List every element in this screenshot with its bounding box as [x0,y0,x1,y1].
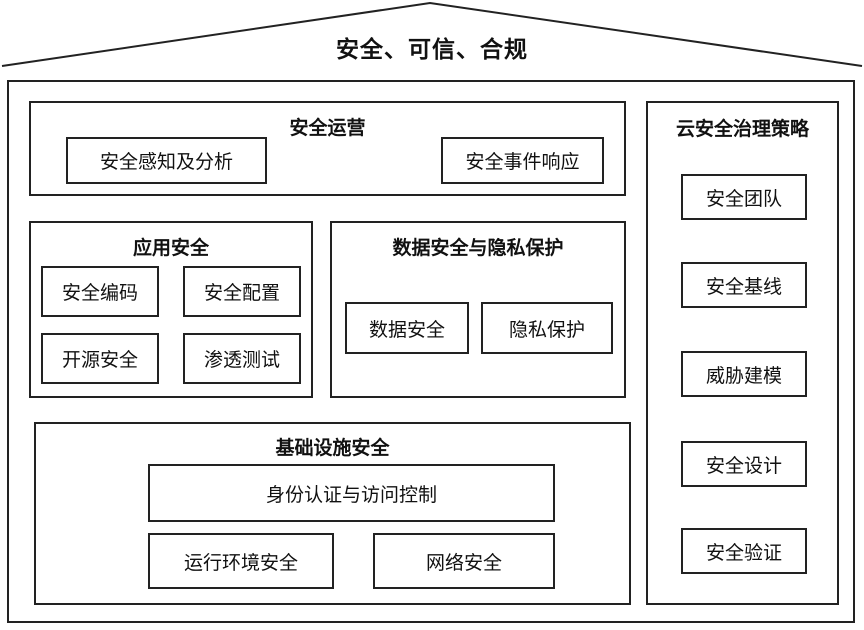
data-security-item: 数据安全 [345,302,469,354]
data-security-title: 数据安全与隐私保护 [392,237,564,259]
data-security-panel: 数据安全与隐私保护 数据安全 隐私保护 [330,221,626,398]
security-ops-title: 安全运营 [289,117,366,139]
security-design: 安全设计 [681,441,807,487]
app-security-panel: 应用安全 安全编码 安全配置 开源安全 渗透测试 [29,221,313,398]
threat-modeling: 威胁建模 [681,351,807,397]
network-security: 网络安全 [373,533,555,589]
runtime-environment-security: 运行环境安全 [148,533,334,589]
infra-security-title: 基础设施安全 [275,437,390,459]
infra-security-panel: 基础设施安全 身份认证与访问控制 运行环境安全 网络安全 [34,422,631,605]
app-security-title: 应用安全 [132,237,209,259]
secure-coding: 安全编码 [41,266,159,317]
security-baseline: 安全基线 [681,262,807,308]
security-verification: 安全验证 [681,528,807,574]
security-team: 安全团队 [681,174,807,220]
penetration-testing: 渗透测试 [183,333,301,384]
open-source-security: 开源安全 [41,333,159,384]
privacy-protection-item: 隐私保护 [481,302,613,354]
secure-configuration: 安全配置 [183,266,301,317]
security-incident-response: 安全事件响应 [441,137,604,184]
cloud-governance-title: 云安全治理策略 [675,118,809,140]
security-perception-analysis: 安全感知及分析 [66,137,267,184]
roof-title: 安全、可信、合规 [336,37,528,63]
identity-access-control: 身份认证与访问控制 [148,464,555,522]
cloud-governance-panel: 云安全治理策略 安全团队 安全基线 威胁建模 安全设计 安全验证 [646,101,839,605]
security-ops-panel: 安全运营 安全感知及分析 安全事件响应 [29,101,626,196]
roof-shape [1,1,863,67]
